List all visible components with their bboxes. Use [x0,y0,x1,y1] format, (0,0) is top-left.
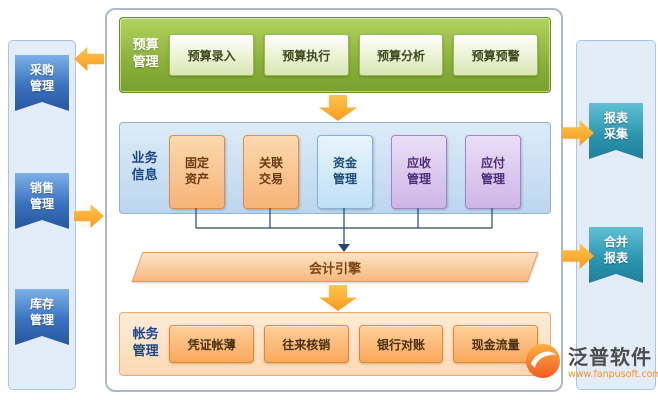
budget-section-title: 预算管理 [132,38,159,72]
brand-url: www.fanpusoft.com [568,368,658,380]
ribbon-sales: 销售管理 [15,173,69,229]
budget-items-row: 预算录入 预算执行 预算分析 预算预警 [169,34,538,76]
ribbon-inventory: 库存管理 [15,289,69,345]
voucher-books-box: 凭证帐薄 [169,325,254,363]
ledger-items-row: 凭证帐薄 往来核销 银行对账 现金流量 [169,325,538,363]
bank-reconciliation-box: 银行对账 [358,325,444,363]
transaction-writeoff-box: 往来核销 [263,325,349,363]
business-section: 业务信息 固定资产 关联交易 资金管理 应收管理 应付管理 [119,122,551,214]
business-title-text: 业务信息 [131,151,158,183]
ribbon-procurement: 采购管理 [15,55,69,111]
ribbon-consolidated-report: 合并报表 [589,227,643,283]
ribbon-report-collection: 报表采集 [589,103,643,159]
ribbon-label: 报表采集 [603,110,628,141]
payables-box: 应付管理 [465,135,521,209]
sales-to-center-arrow [74,204,104,228]
ledger-title-text: 帐务管理 [132,327,159,359]
budget-execution-box: 预算执行 [263,34,349,76]
right-modules-panel: 报表采集 合并报表 [576,40,656,390]
receivables-box: 应收管理 [391,135,447,209]
budget-analysis-box: 预算分析 [358,34,444,76]
ledger-section: 帐务管理 凭证帐薄 往来核销 银行对账 现金流量 [119,312,551,376]
budget-entry-box: 预算录入 [169,34,254,76]
ribbon-label: 销售管理 [29,180,54,211]
funds-management-box: 资金管理 [317,135,373,209]
ribbon-label: 采购管理 [29,62,54,93]
budget-warning-box: 预算预警 [453,34,538,76]
fixed-assets-box: 固定资产 [169,135,225,209]
ribbon-label: 库存管理 [29,296,54,327]
brand-name: 泛普软件 [568,344,652,369]
ledger-section-title: 帐务管理 [132,327,159,361]
biz-box-label: 关联交易 [258,156,283,186]
brand-text-block: 泛普软件 www.fanpusoft.com [568,346,658,380]
left-modules-panel: 采购管理 销售管理 库存管理 [8,40,76,390]
budget-title-text: 预算管理 [132,38,159,70]
center-to-procurement-arrow [74,47,104,71]
fanpu-logo-icon [524,342,562,384]
budget-section: 预算管理 预算录入 预算执行 预算分析 预算预警 [119,17,551,93]
related-transactions-box: 关联交易 [243,135,299,209]
business-section-title: 业务信息 [131,151,158,185]
biz-box-label: 应收管理 [406,156,431,186]
biz-box-label: 固定资产 [184,156,209,186]
biz-box-label: 应付管理 [480,156,505,186]
accounting-engine-label: 会计引擎 [308,261,361,277]
ribbon-label: 合并报表 [603,234,628,265]
cash-flow-box: 现金流量 [453,325,538,363]
biz-box-label: 资金管理 [332,156,357,186]
branding: 泛普软件 www.fanpusoft.com [524,342,658,384]
